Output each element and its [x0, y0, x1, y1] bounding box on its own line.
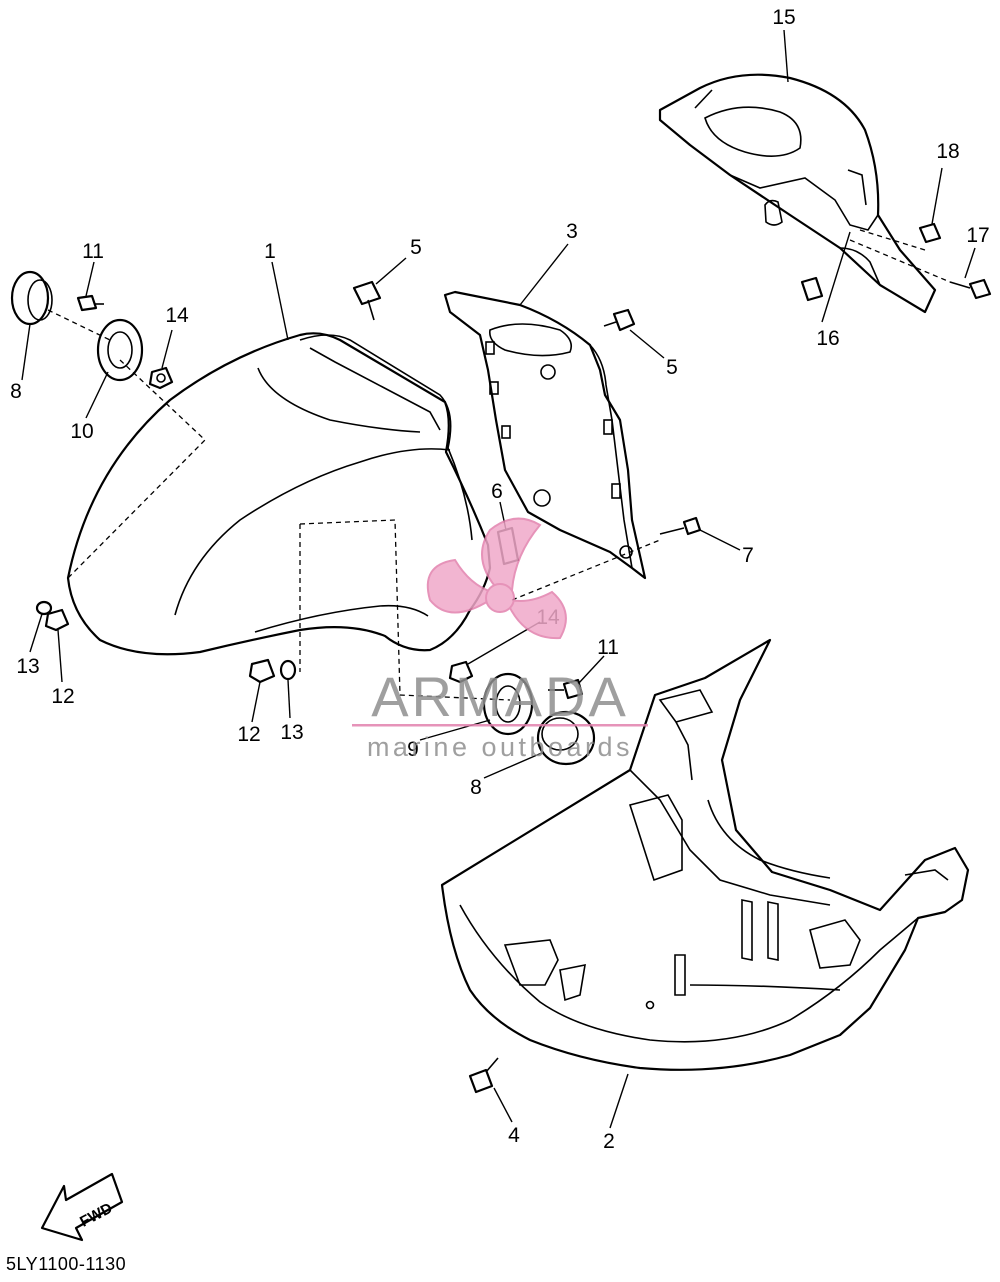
diagram-code: 5LY1100-1130: [6, 1254, 127, 1274]
callout-14-left: 14: [165, 304, 189, 327]
callout-13-center: 13: [280, 721, 303, 744]
callout-3: 3: [566, 220, 578, 243]
callout-15: 15: [772, 6, 795, 29]
callout-18: 18: [936, 140, 959, 163]
callout-17: 17: [966, 224, 989, 247]
callout-13-left: 13: [16, 655, 39, 678]
callout-8-left: 8: [10, 380, 22, 403]
callout-5-top: 5: [410, 236, 422, 259]
part-1-front-cover: [66, 332, 492, 656]
part-11-bolt-center: [548, 678, 584, 700]
part-3-inner-panel: [443, 290, 647, 580]
part-18-collar: [918, 222, 942, 244]
callout-4: 4: [508, 1124, 520, 1147]
callout-11-left: 11: [82, 240, 104, 263]
watermark-title: ARMADA: [371, 665, 629, 728]
callout-7: 7: [742, 544, 754, 567]
watermark: ARMADA marine outboards: [352, 517, 648, 762]
callout-1: 1: [264, 240, 276, 263]
part-14-nut-left: [148, 366, 174, 390]
part-9-damper-center: [482, 672, 534, 736]
part-5-bolt-right: [603, 308, 636, 332]
assembly-lines: [47, 229, 951, 701]
part-8-grommet-left: [10, 270, 53, 326]
callout-5-right: 5: [666, 356, 678, 379]
fwd-arrow-icon: FWD: [40, 1172, 124, 1242]
part-5-bolt-top: [352, 280, 382, 321]
callout-6: 6: [491, 480, 503, 503]
part-15-rear-cover: [658, 73, 937, 314]
part-17-screw: [949, 278, 992, 300]
callout-10: 10: [70, 420, 93, 443]
part-4-bolt: [468, 1057, 499, 1094]
part-13-washer-center: [279, 659, 297, 681]
part-16-nut-clip: [800, 276, 824, 302]
part-14-nut-center: [448, 660, 474, 684]
part-12-nut-left: [44, 608, 70, 632]
part-11-bolt-left: [76, 294, 104, 312]
part-2-lower-cover: [440, 638, 970, 1071]
watermark-subtitle: marine outboards: [367, 732, 633, 762]
callout-2: 2: [603, 1130, 615, 1153]
callout-11-center: 11: [597, 636, 619, 659]
callout-16: 16: [816, 327, 839, 350]
part-13-washer-left: [35, 600, 53, 616]
callout-12-left: 12: [51, 685, 74, 708]
callout-8-center: 8: [470, 776, 482, 799]
part-10-damper-left: [96, 318, 144, 382]
callout-9: 9: [407, 738, 419, 761]
part-7-screw: [659, 516, 702, 536]
callout-12-center: 12: [237, 723, 260, 746]
part-12-nut-center: [248, 658, 276, 684]
propeller-logo-icon: [426, 517, 567, 640]
